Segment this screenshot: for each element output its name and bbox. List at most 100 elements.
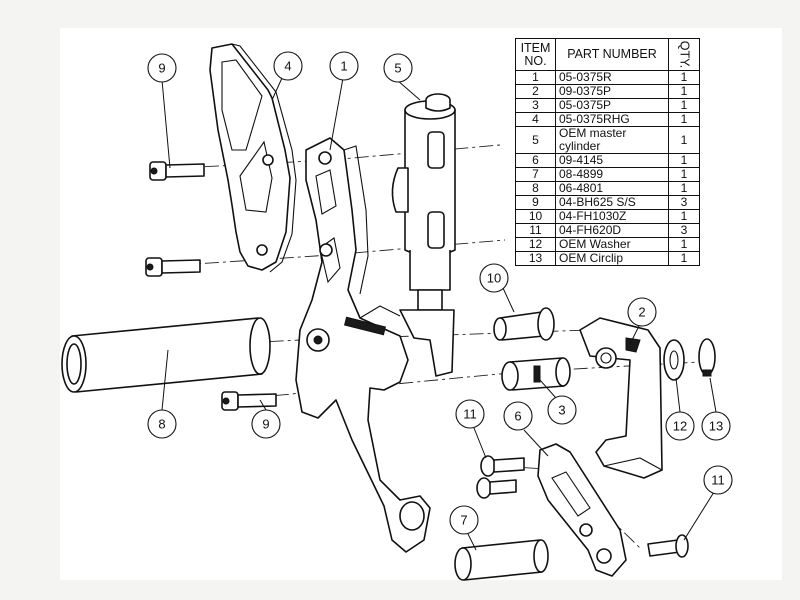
- bom-cell-part-number: OEM master cylinder: [555, 126, 669, 154]
- bom-cell-qty: 1: [668, 251, 700, 266]
- balloon-label: 9: [262, 417, 269, 432]
- bom-cell-qty: 1: [668, 237, 700, 252]
- part-screw-a: [480, 455, 525, 477]
- balloon-label: 13: [709, 419, 723, 434]
- bom-cell-qty: 1: [668, 112, 700, 127]
- bom-cell-part-number: 09-4145: [555, 153, 669, 168]
- balloon-label: 6: [514, 409, 521, 424]
- bom-cell-item: 10: [515, 209, 556, 224]
- balloon-label: 12: [673, 419, 687, 434]
- part-screw-b: [476, 477, 517, 499]
- bom-cell-item: 13: [515, 251, 556, 266]
- bom-cell-qty: 1: [668, 70, 700, 85]
- balloon-label: 4: [284, 59, 291, 74]
- bom-cell-part-number: 05-0375R: [555, 70, 669, 85]
- bom-cell-part-number: 05-0375RHG: [555, 112, 669, 127]
- balloon-label: 7: [460, 513, 467, 528]
- part-circlip: [698, 338, 716, 377]
- balloon-3: 3: [547, 395, 577, 425]
- balloon-label: 8: [158, 417, 165, 432]
- balloon-6: 6: [503, 401, 533, 431]
- bom-cell-qty: 1: [668, 181, 700, 196]
- bom-cell-part-number: 04-FH1030Z: [555, 209, 669, 224]
- bom-cell-part-number: OEM Circlip: [555, 251, 669, 266]
- balloon-1: 1: [329, 51, 359, 81]
- balloon-13: 13: [701, 411, 731, 441]
- balloon-label: 11: [711, 473, 725, 488]
- bom-cell-part-number: 06-4801: [555, 181, 669, 196]
- bom-cell-qty: 1: [668, 167, 700, 182]
- part-pivot-pin: [493, 307, 555, 341]
- bom-cell-qty: 1: [668, 84, 700, 99]
- balloon-10: 10: [479, 263, 509, 293]
- part-heel-guard: [209, 43, 297, 273]
- bom-cell-qty: 1: [668, 209, 700, 224]
- balloon-11-right: 11: [703, 465, 733, 495]
- balloon-5: 5: [383, 53, 413, 83]
- balloon-7: 7: [449, 505, 479, 535]
- leader-lines: [161, 77, 717, 551]
- part-sleeve: [61, 317, 271, 393]
- bom-cell-item: 4: [515, 112, 556, 127]
- bom-cell-part-number: 04-FH620D: [555, 223, 669, 238]
- part-screw-c: [647, 534, 689, 558]
- balloon-label: 10: [487, 271, 501, 286]
- part-spacer: [501, 357, 571, 391]
- bom-cell-part-number: 09-0375P: [555, 84, 669, 99]
- bom-cell-part-number: 05-0375P: [555, 98, 669, 113]
- part-rearset-bracket: [295, 137, 431, 553]
- part-footpeg: [454, 539, 549, 581]
- balloon-9-lower: 9: [251, 409, 281, 439]
- balloon-8: 8: [147, 409, 177, 439]
- bom-cell-item: 7: [515, 167, 556, 182]
- bom-header-item-no: ITEM NO.: [515, 38, 556, 71]
- bom-cell-item: 1: [515, 70, 556, 85]
- part-bolt-middle: [145, 257, 201, 277]
- part-pedal-lever: [537, 443, 627, 577]
- balloon-4: 4: [273, 51, 303, 81]
- part-master-cylinder: [391, 93, 456, 377]
- bom-cell-qty: 1: [668, 98, 700, 113]
- bom-cell-part-number: 08-4899: [555, 167, 669, 182]
- balloon-label: 1: [340, 59, 347, 74]
- balloon-label: 3: [558, 403, 565, 418]
- bom-cell-qty: 3: [668, 195, 700, 210]
- bom-cell-part-number: OEM Washer: [555, 237, 669, 252]
- balloon-label: 2: [638, 305, 645, 320]
- balloon-12: 12: [665, 411, 695, 441]
- balloon-9-top: 9: [147, 53, 177, 83]
- balloon-label: 5: [394, 61, 401, 76]
- balloon-2: 2: [627, 297, 657, 327]
- bom-cell-qty: 1: [668, 153, 700, 168]
- part-link-lever: [579, 317, 663, 479]
- bom-cell-item: 9: [515, 195, 556, 210]
- bom-cell-part-number: 04-BH625 S/S: [555, 195, 669, 210]
- bom-cell-item: 12: [515, 237, 556, 252]
- bom-cell-item: 5: [515, 126, 556, 154]
- bom-cell-qty: 3: [668, 223, 700, 238]
- bom-cell-item: 8: [515, 181, 556, 196]
- part-washer: [663, 339, 685, 381]
- part-bolt-upper: [149, 161, 205, 181]
- part-bolt-lower: [221, 391, 277, 411]
- bom-cell-qty: 1: [668, 126, 700, 154]
- bom-cell-item: 3: [515, 98, 556, 113]
- bom-cell-item: 11: [515, 223, 556, 238]
- bom-cell-item: 6: [515, 153, 556, 168]
- bom-cell-item: 2: [515, 84, 556, 99]
